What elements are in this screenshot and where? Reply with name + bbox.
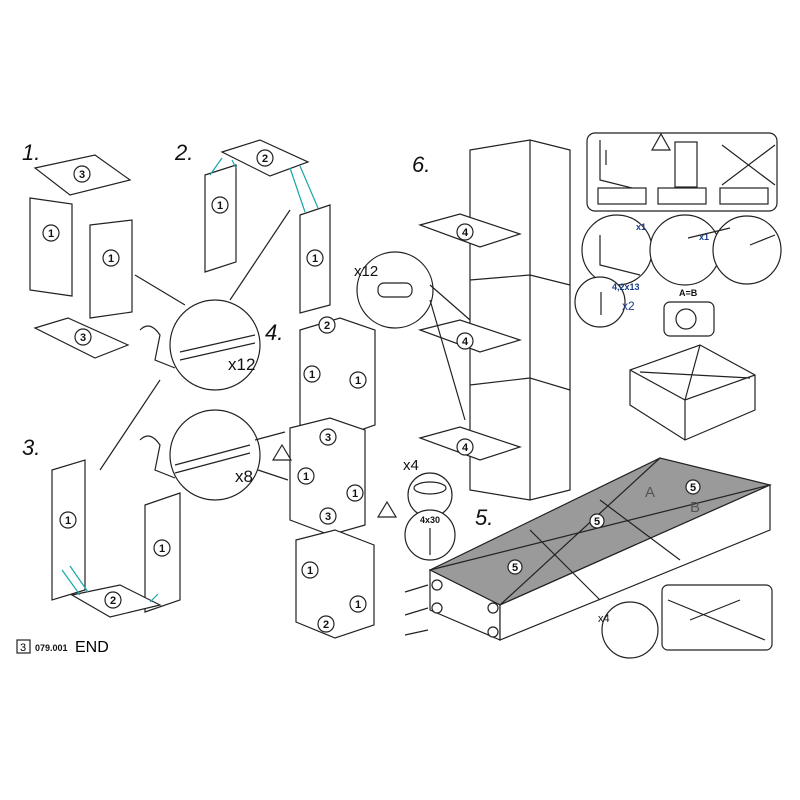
step-6-label: 6. <box>412 152 430 177</box>
bolt-detail: x12 x8 <box>99 209 291 501</box>
part-1-label: 1 <box>48 228 54 240</box>
part-2-label: 2 <box>323 619 329 631</box>
part-5-label: 5 <box>594 516 600 528</box>
step-3: 3. 1 1 2 <box>22 435 181 618</box>
fix-quantity: x1 <box>636 222 646 232</box>
feet-detail: x4 4x30 <box>403 457 456 561</box>
a-equals-b-label: A=B <box>679 288 698 298</box>
bolt-quantity: x12 <box>228 355 255 374</box>
part-5-label: 5 <box>512 562 518 574</box>
part-1-label: 1 <box>312 253 318 265</box>
part-1-label: 1 <box>309 369 315 381</box>
dowel-quantity: x12 <box>354 263 378 280</box>
part-1-label: 1 <box>303 471 309 483</box>
part-2-label: 2 <box>262 153 268 165</box>
warning-icon <box>271 443 293 461</box>
warning-icon <box>650 132 672 151</box>
step-4-label: 4. <box>265 320 283 345</box>
part-1-label: 1 <box>65 515 71 527</box>
part-2-label: 2 <box>324 320 330 332</box>
page-footer: 3 079.001 END <box>16 639 109 656</box>
step-1-label: 1. <box>22 140 40 165</box>
wall-fix-detail <box>661 584 773 651</box>
shelf: 4 4 4 <box>417 213 522 461</box>
part-3-label: 3 <box>80 332 86 344</box>
step-5-label: 5. <box>475 505 493 530</box>
diagonal-a-label: A <box>645 484 655 501</box>
bracket-quantity: x4 <box>598 613 610 625</box>
screw-size: 4x30 <box>420 515 440 525</box>
part-4-label: 4 <box>462 442 469 454</box>
part-4-label: 4 <box>462 227 469 239</box>
screw-size: 4,2x13 <box>612 282 640 292</box>
allen-key-icon <box>139 325 176 369</box>
diagonal-b-label: B <box>690 499 700 516</box>
side-panel <box>51 459 86 601</box>
part-3-label: 3 <box>325 511 331 523</box>
part-1-label: 1 <box>159 543 165 555</box>
step-1: 1. 3 1 1 3 <box>22 140 133 359</box>
step-2: 2. 2 1 1 <box>174 139 331 314</box>
end-label: END <box>75 639 109 656</box>
part-3-label: 3 <box>325 432 331 444</box>
part-1-label: 1 <box>217 200 223 212</box>
step-6: 6. 4 4 4 x12 <box>354 139 571 501</box>
product-code: 079.001 <box>35 643 68 653</box>
part-1-label: 1 <box>307 565 313 577</box>
part-3-label: 3 <box>79 169 85 181</box>
side-panel <box>89 219 133 319</box>
feet-quantity: x4 <box>403 457 419 474</box>
part-1-label: 1 <box>355 599 361 611</box>
bracket-detail <box>601 601 659 659</box>
part-4-label: 4 <box>462 336 469 348</box>
tape-measure-icon <box>675 308 697 330</box>
side-panel <box>204 164 237 273</box>
page-number: 3 <box>20 642 26 654</box>
part-5-label: 5 <box>690 482 696 494</box>
warning-icon <box>376 500 398 518</box>
fix-quantity: x1 <box>699 232 709 242</box>
wall-fixing-instructions: x1 x1 4,2x13 x2 A=B <box>574 132 782 441</box>
bolt-quantity: x8 <box>235 467 253 486</box>
part-1-label: 1 <box>355 375 361 387</box>
part-2-label: 2 <box>110 595 116 607</box>
step-5: 5. 5 5 5 A B x4 <box>404 457 773 659</box>
side-panel <box>29 197 73 297</box>
screw-quantity: x2 <box>622 299 635 313</box>
step-2-label: 2. <box>174 140 193 165</box>
cross-icon <box>721 144 776 186</box>
step-4: 4. 2 1 1 3 1 1 3 1 1 2 <box>265 316 398 639</box>
part-1-label: 1 <box>108 253 114 265</box>
step-3-label: 3. <box>22 435 40 460</box>
part-1-label: 1 <box>352 488 358 500</box>
